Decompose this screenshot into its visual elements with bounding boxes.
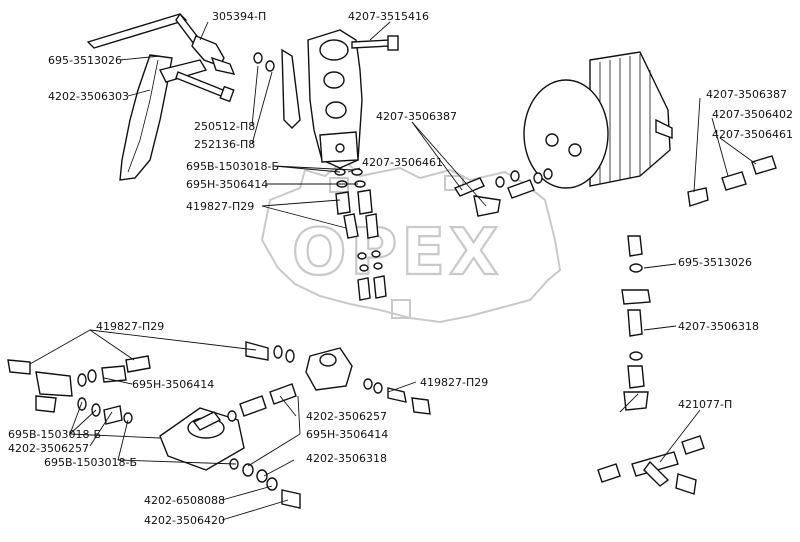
label-4202-6508088: 4202-6508088	[144, 494, 225, 507]
label-4202-3506318: 4202-3506318	[306, 452, 387, 465]
label-695h-3506414-top: 695Н-3506414	[186, 178, 268, 191]
label-4202-3506257-right: 4202-3506257	[306, 410, 387, 423]
right-fittings	[687, 155, 777, 207]
label-695-3513026-right: 695-3513026	[678, 256, 752, 269]
label-419827-right: 419827-П29	[420, 376, 488, 389]
label-4202-3506420: 4202-3506420	[144, 514, 225, 527]
label-695-3513026-top: 695-3513026	[48, 54, 122, 67]
brake-pedal-assembly	[86, 12, 236, 181]
part-labels: 305394-П 695-3513026 4202-3506303 4207-3…	[8, 10, 793, 527]
tee-fitting	[597, 435, 705, 495]
label-4202-3506257-left: 4202-3506257	[8, 442, 89, 455]
brake-valve-body	[307, 29, 399, 169]
washer-set	[253, 48, 301, 129]
label-305394: 305394-П	[212, 10, 266, 23]
watermark: OPEX	[260, 158, 562, 324]
watermark-text: OPEX	[292, 216, 502, 290]
upper-relay-valve	[245, 341, 431, 415]
reservoir-fittings	[453, 168, 553, 217]
label-252136: 252136-П8	[194, 138, 255, 151]
label-4207-3506402: 4207-3506402	[712, 108, 793, 121]
label-4207-3506318: 4207-3506318	[678, 320, 759, 333]
label-4207-3506461-center: 4207-3506461	[362, 156, 443, 169]
lower-brake-chamber	[159, 383, 301, 509]
label-419827-top: 419827-П29	[186, 200, 254, 213]
label-695b-1503018-left: 695В-1503018-Б	[8, 428, 101, 441]
label-4202-3506303: 4202-3506303	[48, 90, 129, 103]
label-4207-3515416: 4207-3515416	[348, 10, 429, 23]
label-4207-3506387-center: 4207-3506387	[376, 110, 457, 123]
air-reservoir	[523, 51, 673, 189]
valve-fittings	[334, 168, 387, 301]
label-419827-left: 419827-П29	[96, 320, 164, 333]
label-250512: 250512-П8	[194, 120, 255, 133]
label-695h-3506414-left: 695Н-3506414	[132, 378, 214, 391]
label-695b-1503018-top: 695В-1503018-Б	[186, 160, 279, 173]
label-4207-3506387-right: 4207-3506387	[706, 88, 787, 101]
label-421077: 421077-П	[678, 398, 732, 411]
label-695b-1503018-bottom: 695В-1503018-Б	[44, 456, 137, 469]
label-4207-3506461-right: 4207-3506461	[712, 128, 793, 141]
label-695h-3506414-bottom: 695Н-3506414	[306, 428, 388, 441]
leader-lines	[29, 21, 757, 521]
right-column-parts	[621, 235, 651, 411]
left-fitting-chain	[7, 355, 151, 425]
